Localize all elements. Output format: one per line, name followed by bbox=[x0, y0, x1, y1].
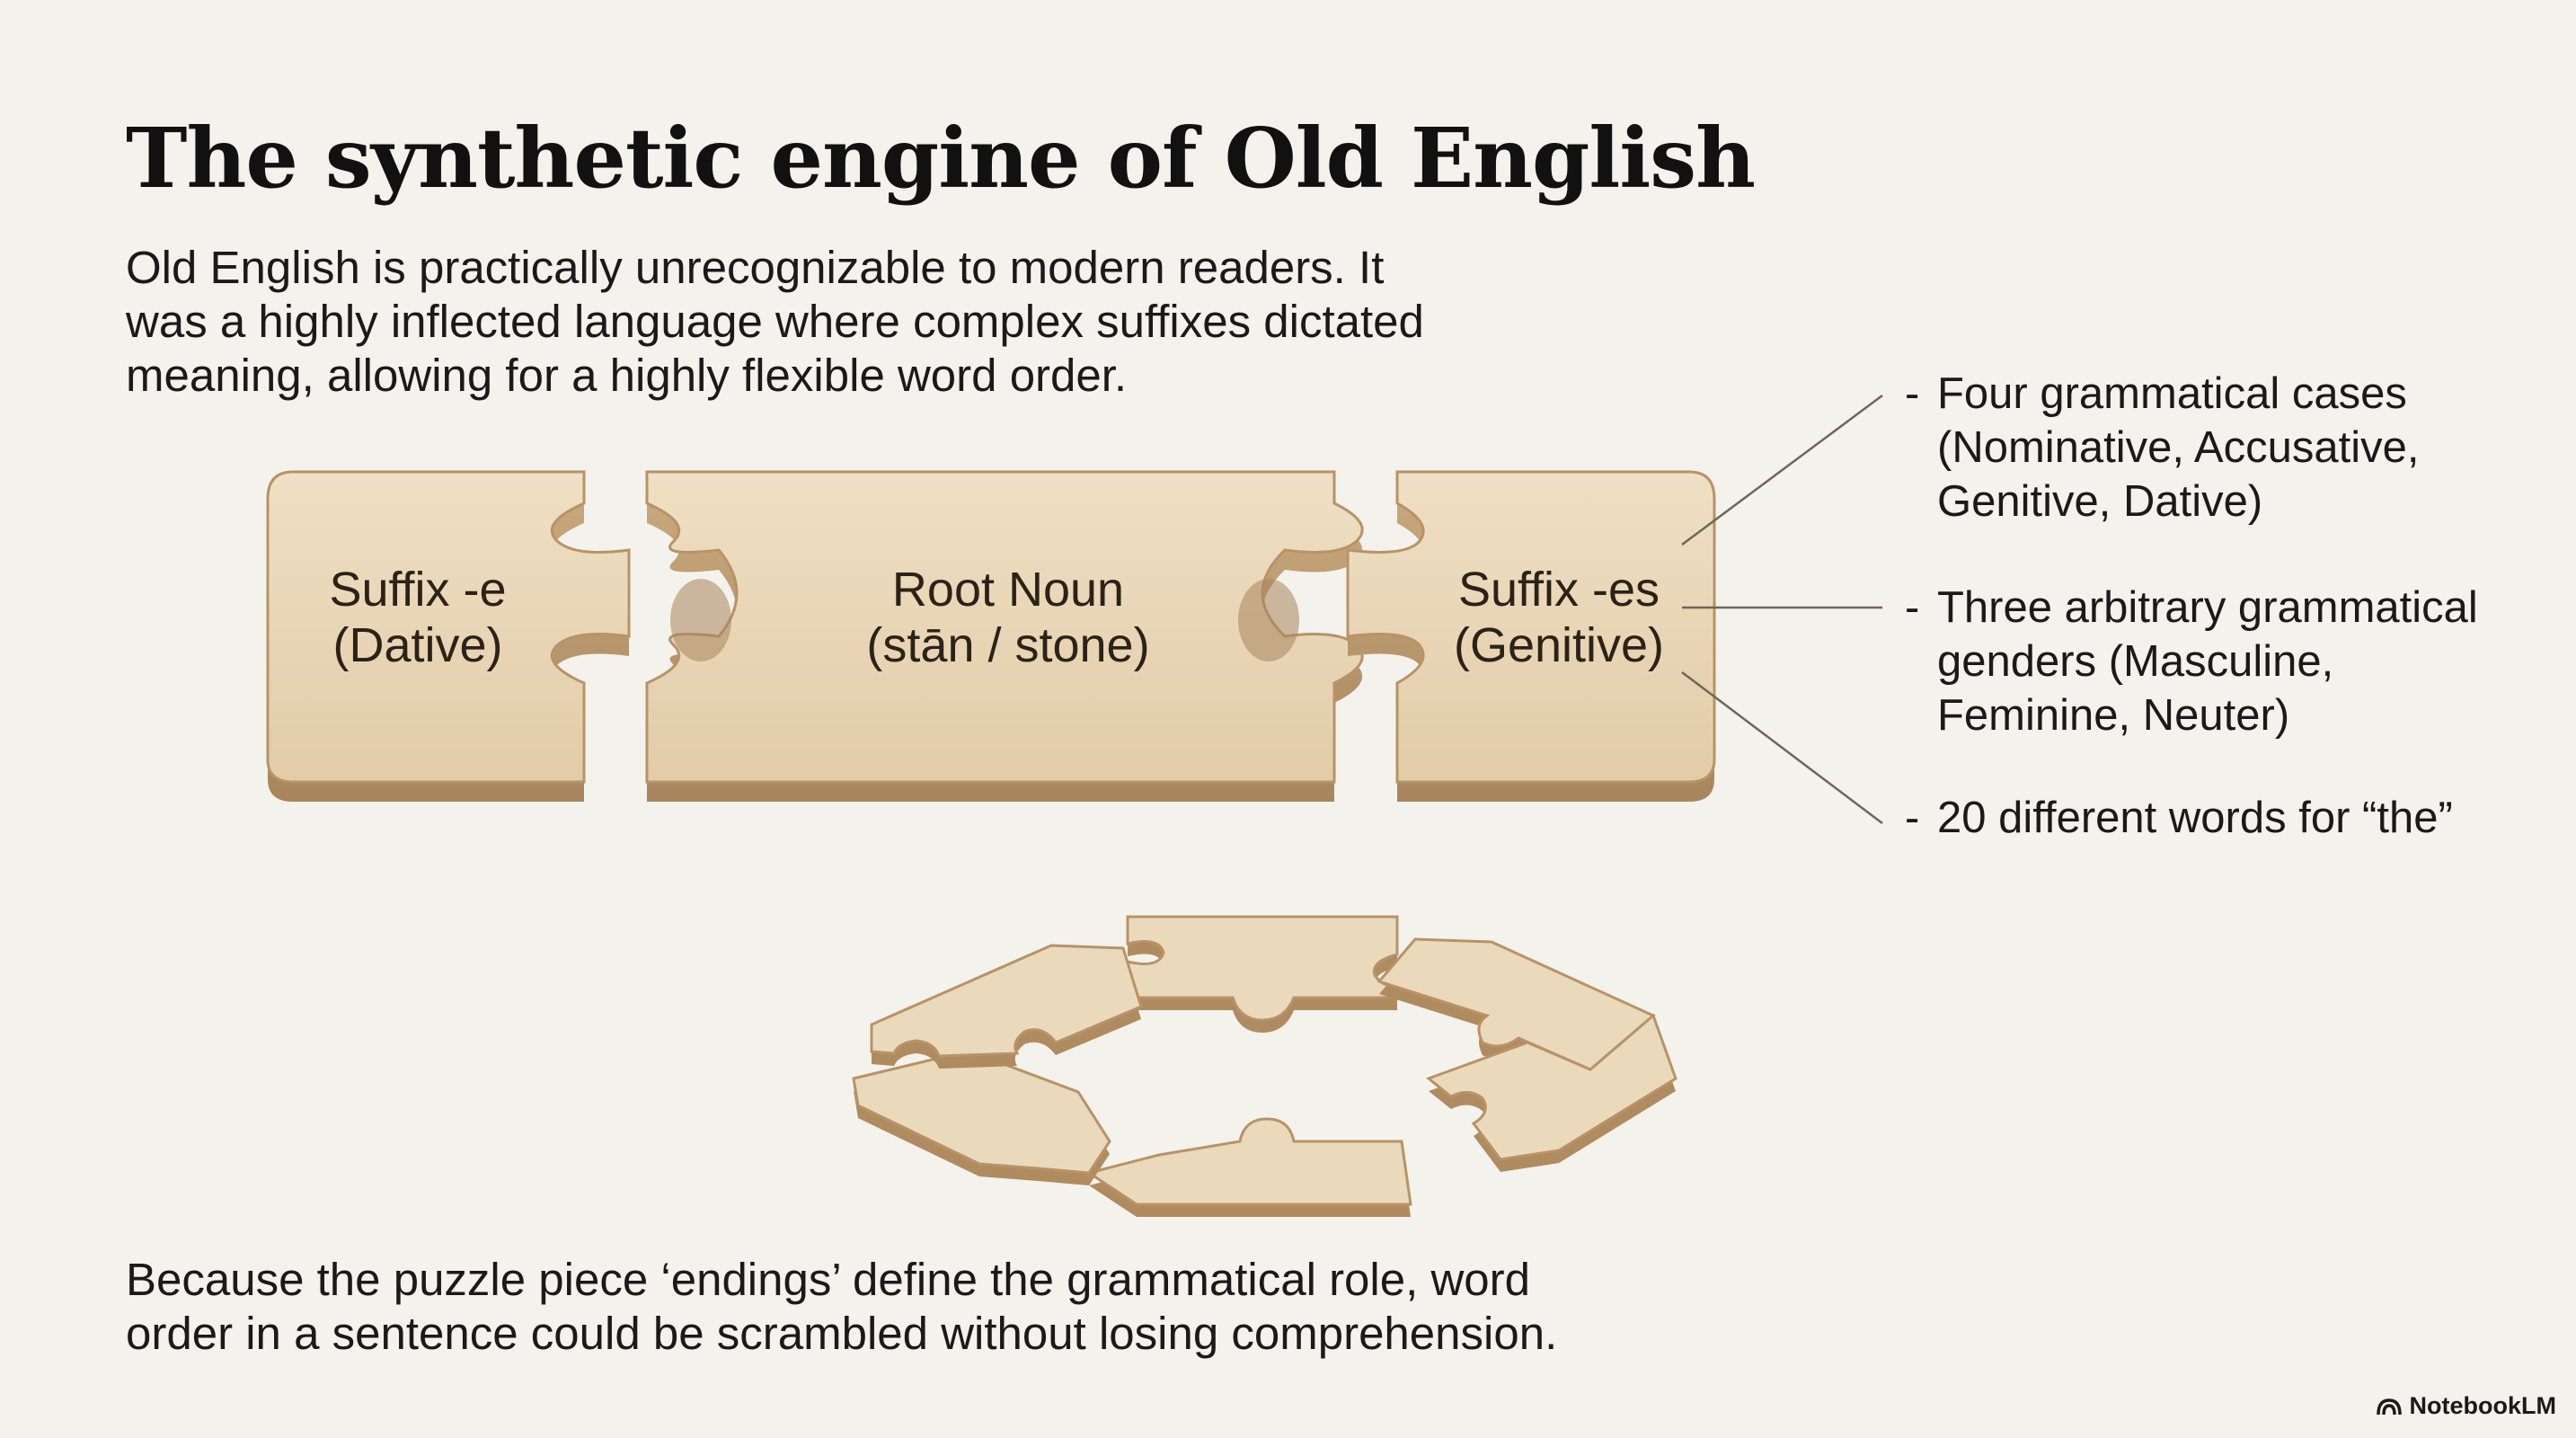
notebooklm-logo-icon bbox=[2376, 1398, 2402, 1415]
piece-label-right: Suffix -es (Genitive) bbox=[1454, 562, 1664, 673]
puzzle-piece-right bbox=[1346, 470, 1716, 802]
note-connector-lines bbox=[1681, 394, 1883, 824]
note-item-the: 20 different words for “the” bbox=[1903, 791, 2532, 845]
piece-label-center-line2: (stān / stone) bbox=[866, 618, 1150, 672]
puzzle-piece-left bbox=[266, 470, 631, 802]
connector-line-the bbox=[1681, 671, 1883, 824]
intro-paragraph: Old English is practically unrecognizabl… bbox=[126, 242, 1424, 401]
note-item-genders: Three arbitrary grammatical genders (Mas… bbox=[1903, 581, 2532, 742]
scrambled-puzzle-ring bbox=[852, 915, 1677, 1217]
notebooklm-logo: NotebookLM bbox=[2376, 1392, 2556, 1420]
piece-label-right-line1: Suffix -es bbox=[1457, 563, 1660, 617]
logo-text: NotebookLM bbox=[2409, 1392, 2556, 1419]
ring-piece-lower-right bbox=[1425, 1013, 1677, 1172]
ring-piece-upper-left bbox=[870, 944, 1143, 1069]
connector-line-cases bbox=[1681, 394, 1883, 546]
puzzle-piece-center bbox=[645, 470, 1364, 802]
piece-label-left-line1: Suffix -e bbox=[329, 563, 507, 617]
ring-piece-bottom bbox=[1085, 1117, 1412, 1217]
note-item-cases: Four grammatical cases (Nominative, Accu… bbox=[1903, 367, 2532, 528]
piece-label-left-line2: (Dative) bbox=[332, 618, 503, 672]
piece-label-left: Suffix -e (Dative) bbox=[329, 562, 506, 673]
piece-label-center-line1: Root Noun bbox=[891, 563, 1125, 617]
ring-piece-top bbox=[1126, 915, 1399, 1033]
conclusion-paragraph: Because the puzzle piece ‘endings’ defin… bbox=[126, 1254, 1558, 1359]
ring-piece-upper-right bbox=[1377, 937, 1656, 1082]
page-title: The synthetic engine of Old English bbox=[126, 110, 1756, 207]
piece-label-right-line2: (Genitive) bbox=[1453, 618, 1665, 672]
piece-label-center: Root Noun (stān / stone) bbox=[866, 562, 1149, 673]
